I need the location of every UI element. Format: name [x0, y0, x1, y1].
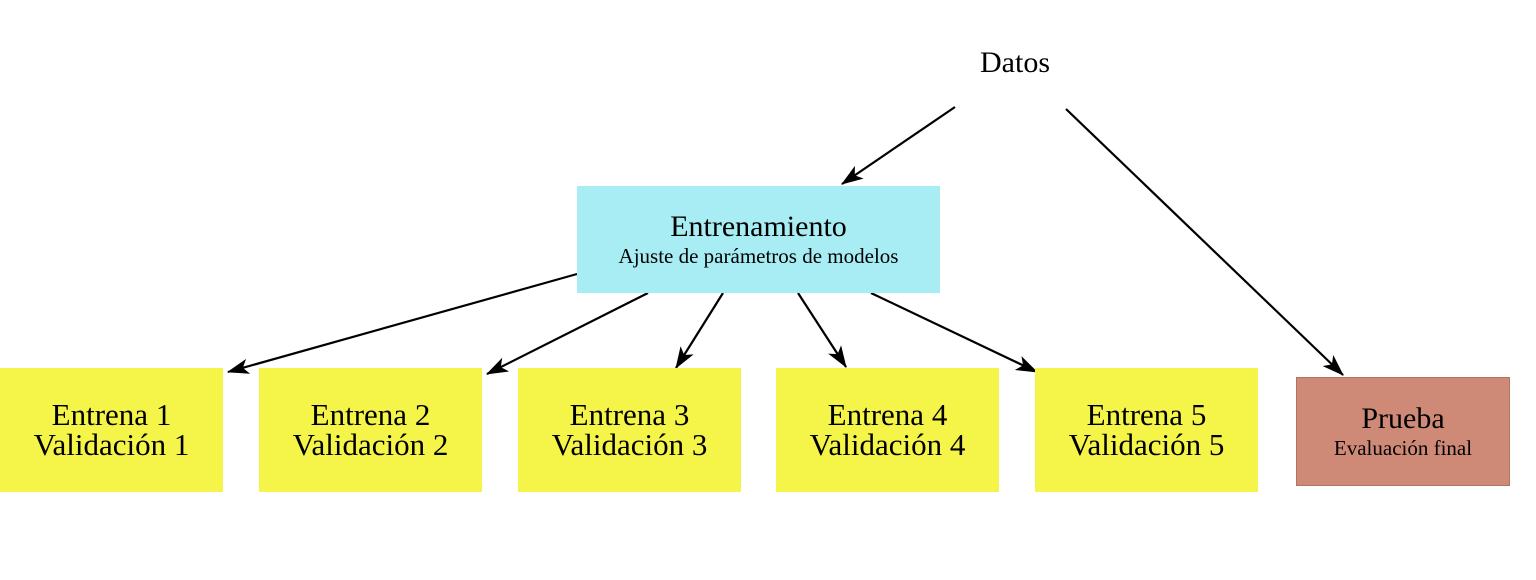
- arrow-entrenamiento-to-fold-2: [486, 292, 649, 375]
- fold-5-validation-label: Validación 5: [1068, 427, 1225, 462]
- arrow-entrenamiento-to-fold-3: [675, 292, 724, 369]
- entrenamiento-subtitle: Ajuste de parámetros de modelos: [618, 243, 899, 268]
- fold-2-validation-label: Validación 2: [292, 427, 449, 462]
- fold-box-2: Entrena 2 Validación 2: [259, 368, 482, 492]
- arrow-entrenamiento-to-fold-5: [870, 292, 1038, 373]
- prueba-title: Prueba: [1361, 402, 1445, 436]
- fold-1-validation-label: Validación 1: [33, 427, 190, 462]
- fold-4-validation-label: Validación 4: [809, 427, 966, 462]
- datos-label: Datos: [980, 46, 1050, 79]
- fold-2-train-label: Entrena 2: [310, 397, 431, 433]
- arrow-entrenamiento-to-fold-1: [226, 272, 578, 374]
- fold-5-train-label: Entrena 5: [1086, 397, 1207, 433]
- fold-box-3: Entrena 3 Validación 3: [518, 368, 741, 492]
- fold-3-validation-label: Validación 3: [551, 427, 708, 462]
- entrenamiento-title: Entrenamiento: [670, 210, 847, 244]
- entrenamiento-box: Entrenamiento Ajuste de parámetros de mo…: [577, 186, 940, 293]
- fold-1-train-label: Entrena 1: [51, 397, 172, 433]
- fold-box-5: Entrena 5 Validación 5: [1035, 368, 1258, 492]
- fold-box-1: Entrena 1 Validación 1: [0, 368, 223, 492]
- arrow-entrenamiento-to-fold-4: [797, 292, 847, 368]
- prueba-subtitle: Evaluación final: [1333, 435, 1473, 460]
- arrow-datos-to-entrenamiento: [841, 106, 956, 185]
- arrow-datos-to-prueba: [1065, 108, 1344, 376]
- fold-box-4: Entrena 4 Validación 4: [776, 368, 999, 492]
- fold-3-train-label: Entrena 3: [569, 397, 690, 433]
- prueba-box: Prueba Evaluación final: [1296, 377, 1510, 486]
- fold-4-train-label: Entrena 4: [827, 397, 948, 433]
